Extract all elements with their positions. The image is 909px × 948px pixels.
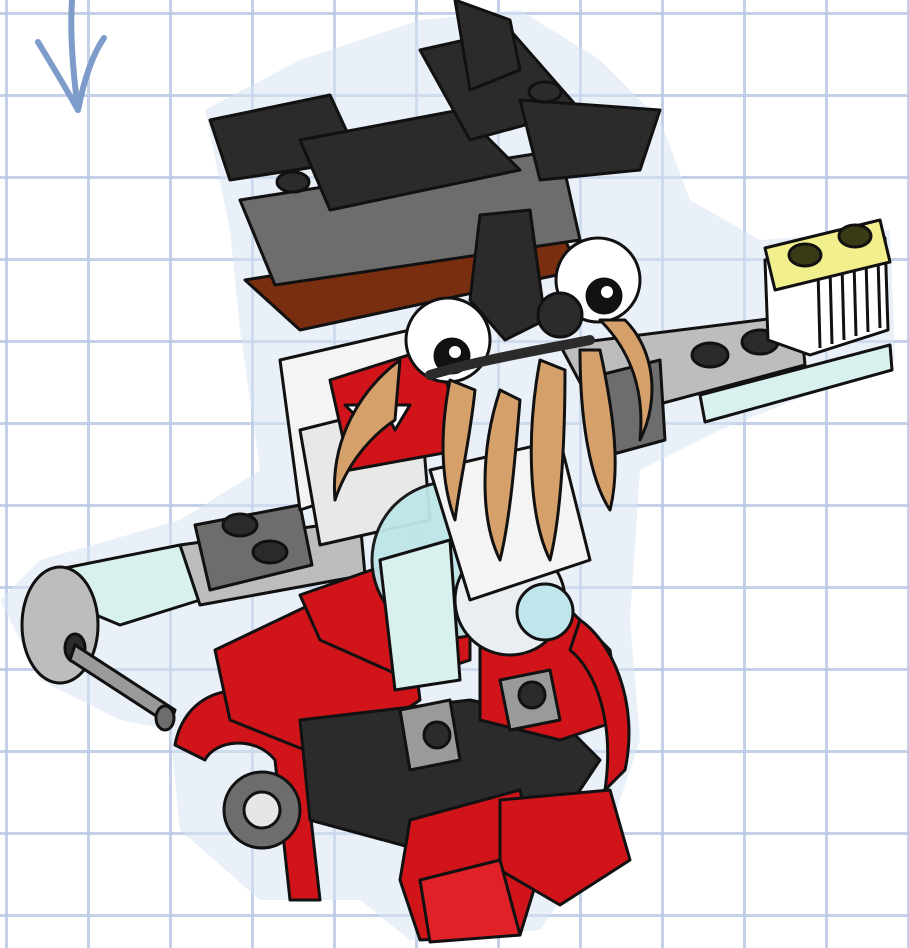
- head-hat: [208, 0, 662, 342]
- dark-sphere: [536, 291, 584, 339]
- tentacle-beard: [332, 318, 654, 562]
- mouth-bar: [425, 335, 595, 380]
- arrow-down-icon: [35, 0, 107, 113]
